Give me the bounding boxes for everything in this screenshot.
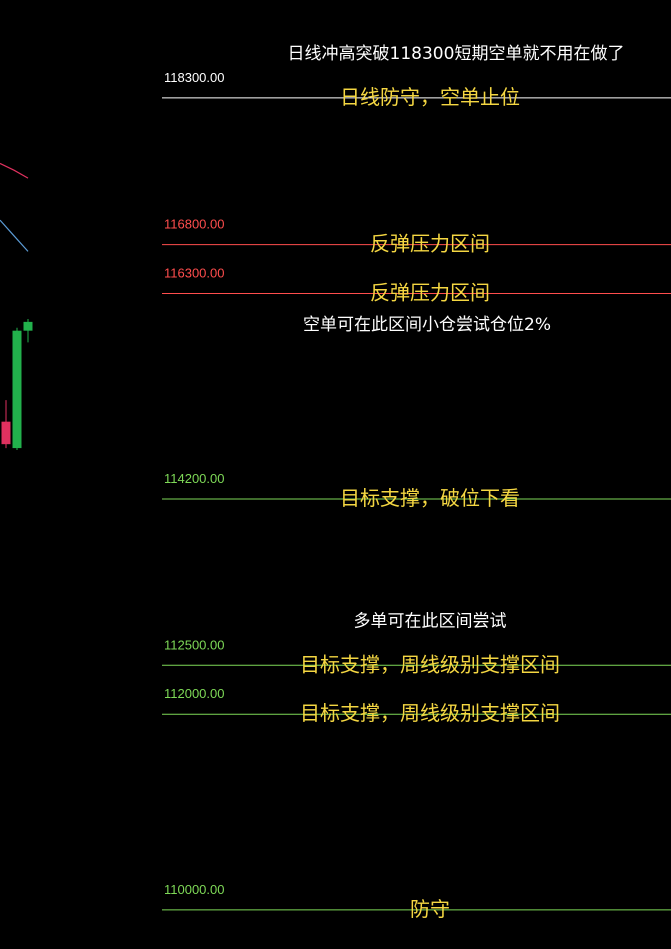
overlay-line-0 xyxy=(0,162,29,179)
price-level-annotation-3: 目标支撑，破位下看 xyxy=(340,486,520,510)
chart-note-1: 空单可在此区间小仓尝试仓位2% xyxy=(303,315,551,335)
price-level-annotation-2: 反弹压力区间 xyxy=(370,281,490,305)
price-level-label-4: 112500.00 xyxy=(164,637,225,652)
price-level-label-6: 110000.00 xyxy=(164,882,225,897)
price-level-annotation-5: 目标支撑，周线级别支撑区间 xyxy=(300,701,560,725)
price-level-label-2: 116300.00 xyxy=(164,266,225,281)
price-level-label-5: 112000.00 xyxy=(164,686,225,701)
price-level-annotation-4: 目标支撑，周线级别支撑区间 xyxy=(300,652,560,676)
price-level-label-0: 118300.00 xyxy=(164,70,225,85)
candle-body-0 xyxy=(1,421,11,445)
candle-body-1 xyxy=(12,330,22,449)
chart-note-2: 多单可在此区间尝试 xyxy=(354,611,507,631)
chart-note-0: 日线冲高突破118300短期空单就不用在做了 xyxy=(288,44,625,64)
candle-body-2 xyxy=(23,321,33,331)
price-level-annotation-6: 防守 xyxy=(410,897,450,921)
price-level-label-3: 114200.00 xyxy=(164,471,225,486)
price-level-annotation-1: 反弹压力区间 xyxy=(370,232,490,256)
overlay-line-1 xyxy=(0,219,29,252)
price-level-label-1: 116800.00 xyxy=(164,217,225,232)
price-level-annotation-0: 日线防守，空单止位 xyxy=(340,85,520,109)
